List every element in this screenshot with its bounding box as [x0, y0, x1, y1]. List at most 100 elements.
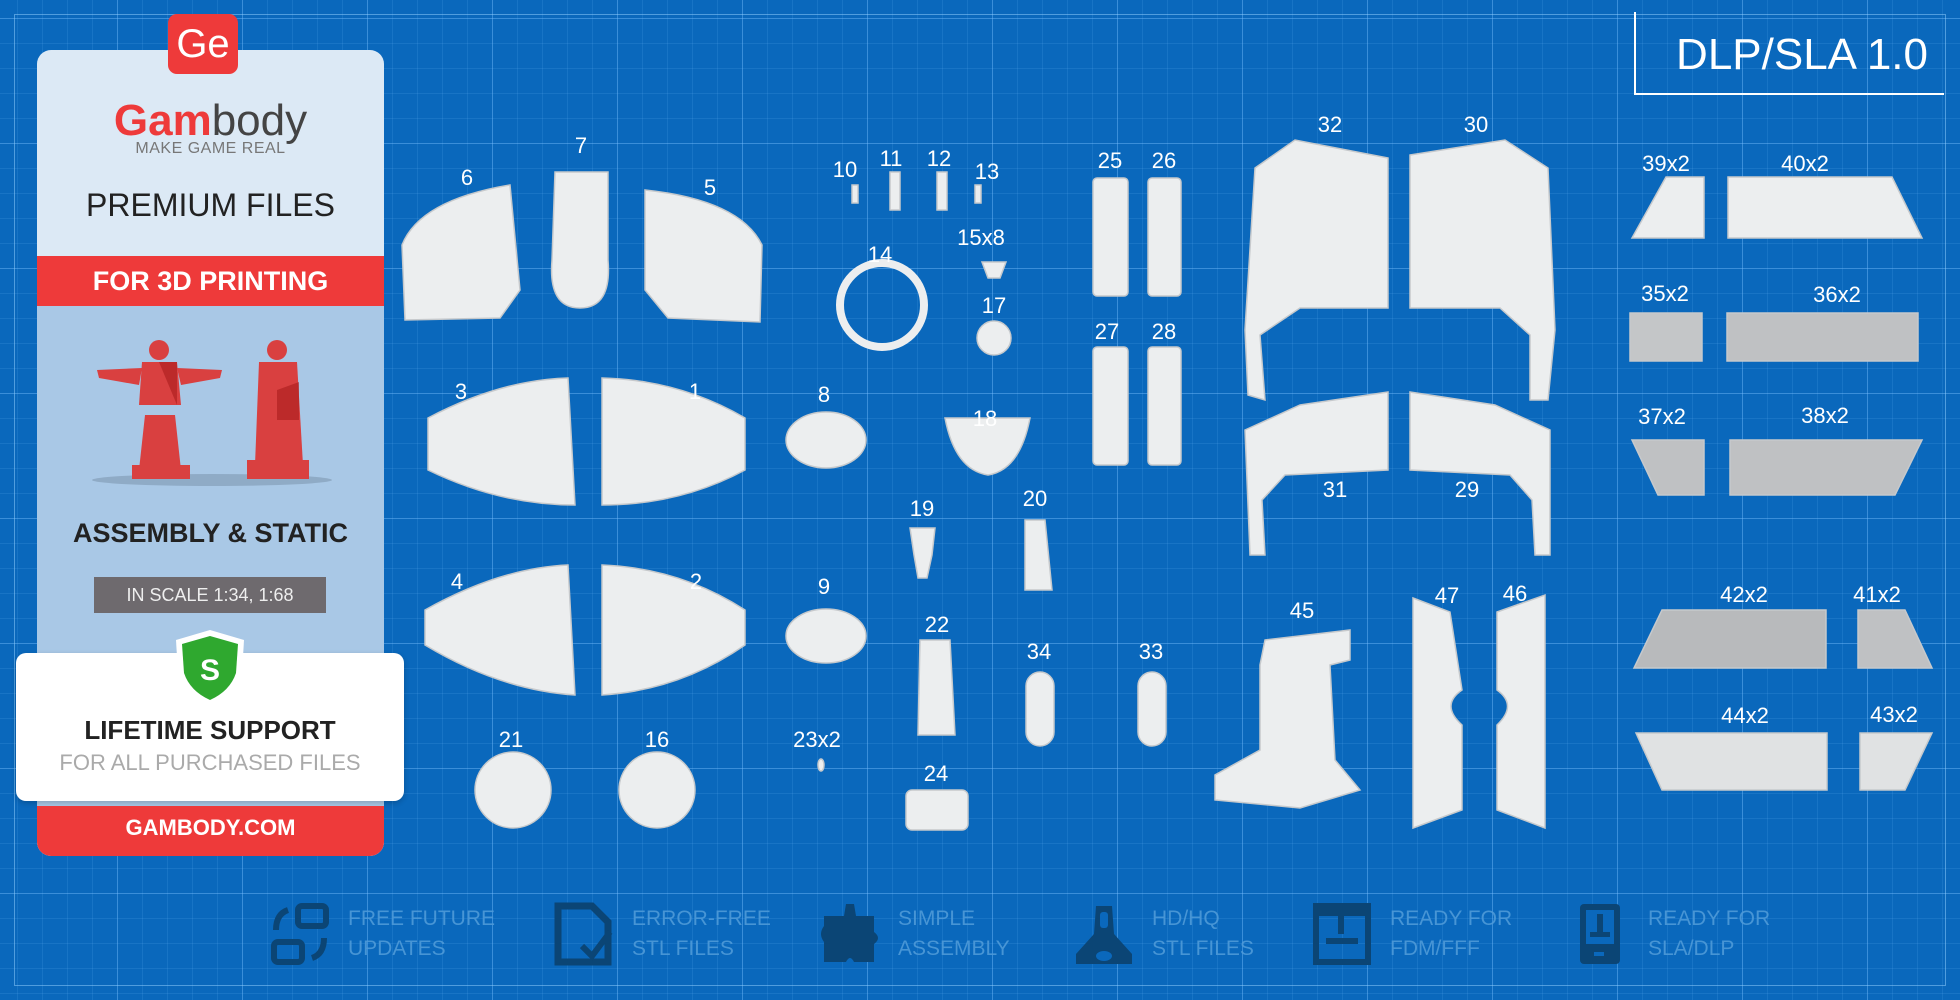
part-label: 43x2 [1870, 702, 1918, 727]
part-label: 13 [974, 159, 1000, 184]
shield-letter: S [200, 654, 220, 687]
feature-line2: STL FILES [1152, 937, 1254, 960]
part-20 [1024, 519, 1053, 591]
part-19 [909, 527, 936, 579]
part-10 [851, 184, 859, 204]
part-label: 46 [1502, 581, 1528, 606]
part-30 [1409, 139, 1556, 401]
part-36x2 [1726, 312, 1919, 362]
part-label: 22 [924, 612, 950, 637]
brand-name-rest: body [211, 96, 308, 145]
feature-line1: HD/HQ [1152, 907, 1220, 930]
part-33 [1137, 671, 1167, 747]
part-34 [1025, 671, 1055, 747]
part-label: 30 [1463, 112, 1489, 137]
part-39x2 [1630, 176, 1705, 239]
part-24 [905, 789, 969, 831]
part-label: 8 [817, 382, 831, 407]
figures-illustration [92, 340, 332, 486]
part-2 [601, 564, 746, 696]
part-label: 36x2 [1813, 282, 1861, 307]
part-label: 34 [1026, 639, 1052, 664]
brand-name[interactable]: Gambody [37, 96, 384, 146]
brand-name-bold: Gam [113, 96, 212, 145]
part-16 [618, 751, 696, 829]
part-label: 6 [460, 165, 474, 190]
part-label: 20 [1022, 486, 1048, 511]
part-31 [1244, 391, 1389, 556]
part-28 [1147, 346, 1182, 466]
for-3d-printing-banner: FOR 3D PRINTING [37, 256, 384, 306]
part-label: 27 [1094, 319, 1120, 344]
part-37x2 [1630, 439, 1705, 496]
part-47 [1412, 596, 1463, 830]
tagline: MAKE GAME REAL [135, 140, 286, 157]
part-38x2 [1729, 439, 1924, 496]
part-label: 26 [1151, 148, 1177, 173]
part-40x2 [1727, 176, 1924, 239]
part-label: 29 [1454, 477, 1480, 502]
part-label: 14 [867, 242, 893, 267]
shield-icon: S [176, 630, 244, 706]
support-subtitle: FOR ALL PURCHASED FILES [59, 750, 361, 775]
part-11 [889, 171, 901, 211]
part-9 [785, 608, 867, 664]
website-link[interactable]: GAMBODY.COM [37, 806, 384, 856]
feature-error-free: ERROR-FREE STL FILES [552, 902, 771, 966]
part-label: 16 [644, 727, 670, 752]
part-label: 47 [1434, 583, 1460, 608]
part-44x2 [1634, 732, 1828, 791]
part-15x8 [980, 261, 1008, 279]
feature-hd-stl: HD/HQ STL FILES [1072, 902, 1254, 966]
feature-line2: ASSEMBLY [898, 937, 1010, 960]
part-12 [936, 171, 948, 211]
part-6 [401, 184, 521, 321]
part-label: 38x2 [1801, 403, 1849, 428]
part-label: 31 [1322, 477, 1348, 502]
feature-line1: ERROR-FREE [632, 907, 771, 930]
part-3 [427, 377, 576, 506]
part-29 [1409, 391, 1551, 556]
part-label: 45 [1289, 598, 1315, 623]
part-18 [944, 417, 1031, 476]
part-label: 25 [1097, 148, 1123, 173]
part-8 [785, 411, 867, 469]
part-23x2 [817, 758, 825, 772]
feature-line2: SLA/DLP [1648, 937, 1735, 960]
support-title: LIFETIME SUPPORT [84, 715, 336, 745]
part-label: 18 [972, 406, 998, 431]
part-22 [917, 639, 956, 736]
part-label: 4 [450, 569, 464, 594]
feature-line1: READY FOR [1390, 907, 1513, 930]
part-35x2 [1629, 312, 1703, 362]
part-label: 5 [703, 175, 717, 200]
part-label: 2 [689, 569, 703, 594]
part-41x2 [1857, 609, 1934, 669]
part-7 [550, 171, 610, 309]
part-21 [474, 751, 552, 829]
part-label: 28 [1151, 319, 1177, 344]
part-label: 40x2 [1781, 151, 1829, 176]
part-46 [1496, 593, 1546, 830]
scale-badge: IN SCALE 1:34, 1:68 [94, 577, 326, 613]
part-label: 11 [879, 146, 903, 171]
part-32 [1244, 139, 1389, 402]
part-label: 24 [923, 761, 949, 786]
part-label: 3 [454, 379, 468, 404]
part-label: 9 [817, 574, 831, 599]
fdm-printer-icon [1313, 903, 1371, 965]
part-label: 39x2 [1642, 151, 1690, 176]
part-label: 19 [909, 496, 935, 521]
part-label: 42x2 [1720, 582, 1768, 607]
feature-line2: STL FILES [632, 937, 734, 960]
gambody-logo-mark[interactable]: Ge [168, 14, 238, 74]
part-label: 35x2 [1641, 281, 1689, 306]
helmet-icon [1076, 906, 1132, 964]
part-4 [424, 564, 576, 696]
part-label: 17 [981, 293, 1007, 318]
file-check-icon [554, 902, 613, 966]
part-label: 44x2 [1721, 703, 1769, 728]
